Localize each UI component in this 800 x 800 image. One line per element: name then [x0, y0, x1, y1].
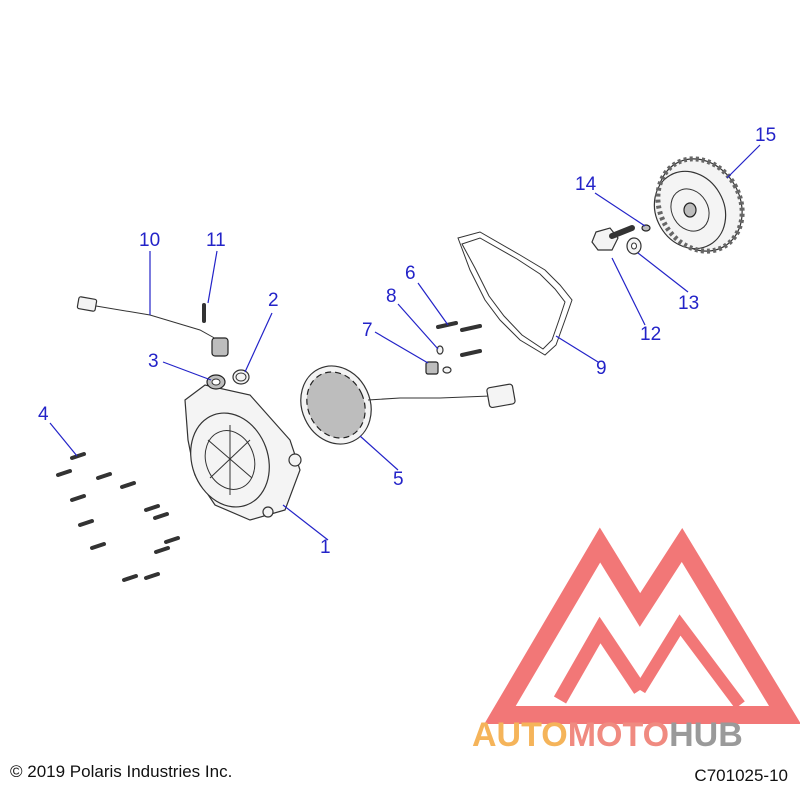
logo-text-auto: AUTO	[472, 716, 568, 754]
callout-11: 11	[206, 230, 226, 251]
flywheel-bolt	[591, 225, 635, 251]
callout-12: 12	[640, 324, 661, 345]
callout-7: 7	[362, 320, 373, 341]
callout-2: 2	[268, 290, 279, 311]
washer	[626, 237, 642, 255]
woodruff-key	[641, 224, 651, 232]
flywheel	[653, 156, 745, 254]
callout-8: 8	[386, 286, 397, 307]
callout-5: 5	[393, 469, 404, 490]
logo-text-moto: MOTO	[567, 716, 670, 754]
callout-labels: 1 2 3 4 5 6 7 8 9 10 11 12 13 14 15	[38, 125, 776, 558]
watermark-logo-text: AUTOMOTOHUB	[472, 716, 743, 755]
stator-cover	[184, 384, 302, 521]
o-ring	[232, 369, 250, 385]
gasket	[457, 231, 573, 356]
diagram-code: C701025-10	[694, 766, 788, 785]
copyright-text: © 2019 Polaris Industries Inc.	[10, 762, 233, 781]
stator	[300, 365, 516, 445]
callout-15: 15	[755, 125, 776, 146]
callout-6: 6	[405, 263, 416, 284]
callout-3: 3	[148, 351, 159, 372]
callout-1: 1	[320, 537, 331, 558]
stator-bolts	[425, 321, 482, 375]
leader-lines	[49, 144, 761, 541]
logo-text-hub: HUB	[669, 716, 743, 754]
callout-4: 4	[38, 404, 49, 425]
callout-9: 9	[596, 358, 607, 379]
callout-10: 10	[139, 230, 160, 251]
bolts-group	[56, 452, 180, 582]
watermark-logo	[484, 527, 800, 724]
speed-sensor-harness	[76, 296, 229, 357]
callout-13: 13	[678, 293, 699, 314]
callout-14: 14	[575, 174, 597, 195]
seal	[206, 374, 226, 390]
